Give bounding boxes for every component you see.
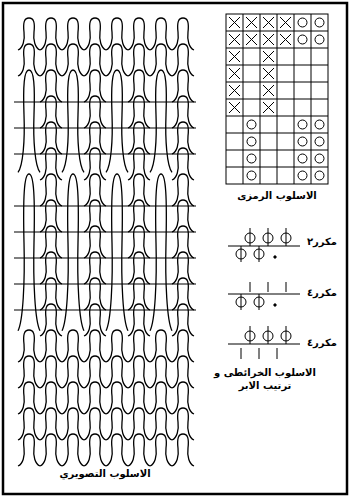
repeat-label: مكرر٤ — [305, 336, 339, 349]
method-caption: الاسلوب الرمزى — [235, 189, 319, 202]
repeat-label: مكرر٢ — [305, 235, 339, 248]
method-caption: الاسلوب الخرائطى و ترتيب الابر — [204, 366, 326, 392]
repeat-label: مكرر٤ — [305, 286, 339, 299]
method-caption: الاسلوب التصويري — [57, 467, 152, 480]
